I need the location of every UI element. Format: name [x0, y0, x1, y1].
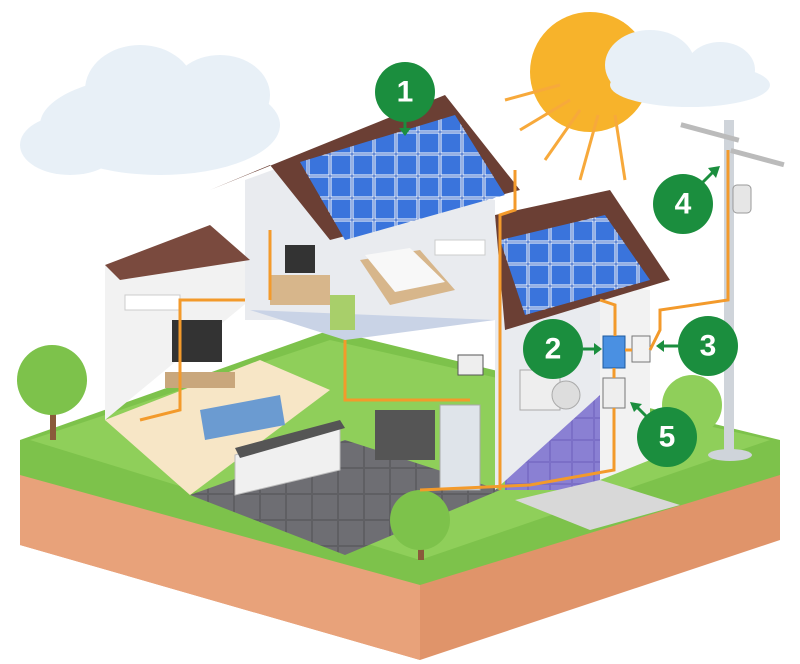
- wiring: [139, 150, 730, 492]
- left-roof: [105, 225, 250, 280]
- callout-2-label: 2: [545, 333, 562, 366]
- cloud-right: [605, 30, 770, 107]
- cloud-left: [20, 45, 280, 175]
- callout-4-label: 4: [675, 188, 692, 221]
- meter-device[interactable]: [631, 335, 651, 363]
- tree-left: [17, 345, 87, 440]
- walkway: [515, 480, 680, 530]
- callout-4[interactable]: 4: [653, 166, 720, 234]
- main-roof: [210, 95, 520, 240]
- callout-3-label: 3: [700, 330, 717, 363]
- furniture: [124, 239, 581, 496]
- inverter-device[interactable]: [602, 335, 626, 369]
- callout-1-label: 1: [397, 76, 414, 109]
- garage-roof: [495, 190, 670, 330]
- callout-2[interactable]: 2: [523, 319, 602, 379]
- solar-panels-garage[interactable]: [500, 215, 650, 315]
- breaker-panel-device[interactable]: [602, 377, 626, 409]
- callout-3[interactable]: 3: [656, 316, 738, 376]
- tree-front: [390, 490, 450, 560]
- callout-5-label: 5: [659, 421, 676, 454]
- solar-panels-main[interactable]: [300, 115, 505, 240]
- callout-1[interactable]: 1: [375, 62, 435, 136]
- callout-5[interactable]: 5: [630, 402, 697, 467]
